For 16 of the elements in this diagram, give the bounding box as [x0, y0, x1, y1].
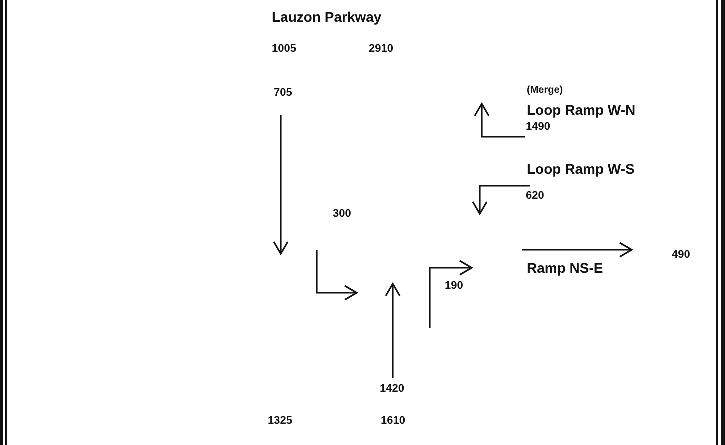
volume-label: 1005 [272, 44, 296, 55]
ramp-name: Loop Ramp W-N [527, 103, 636, 117]
volume-label: 190 [445, 281, 464, 292]
volume-label: 705 [274, 88, 292, 99]
road-name: Lauzon Parkway [272, 10, 382, 24]
volume-label: 1610 [381, 416, 406, 427]
merge-note: (Merge) [527, 86, 564, 96]
volume-label: 1490 [526, 122, 550, 133]
volume-label: 2910 [369, 44, 394, 55]
volume-label: 1325 [268, 416, 292, 427]
volume-label: 300 [333, 209, 352, 220]
volume-label: 490 [672, 250, 690, 261]
ramp-name: Ramp NS-E [527, 261, 604, 275]
volume-label: 1420 [380, 384, 404, 395]
ramp-name: Loop Ramp W-S [527, 162, 635, 176]
volume-label: 620 [526, 191, 544, 202]
